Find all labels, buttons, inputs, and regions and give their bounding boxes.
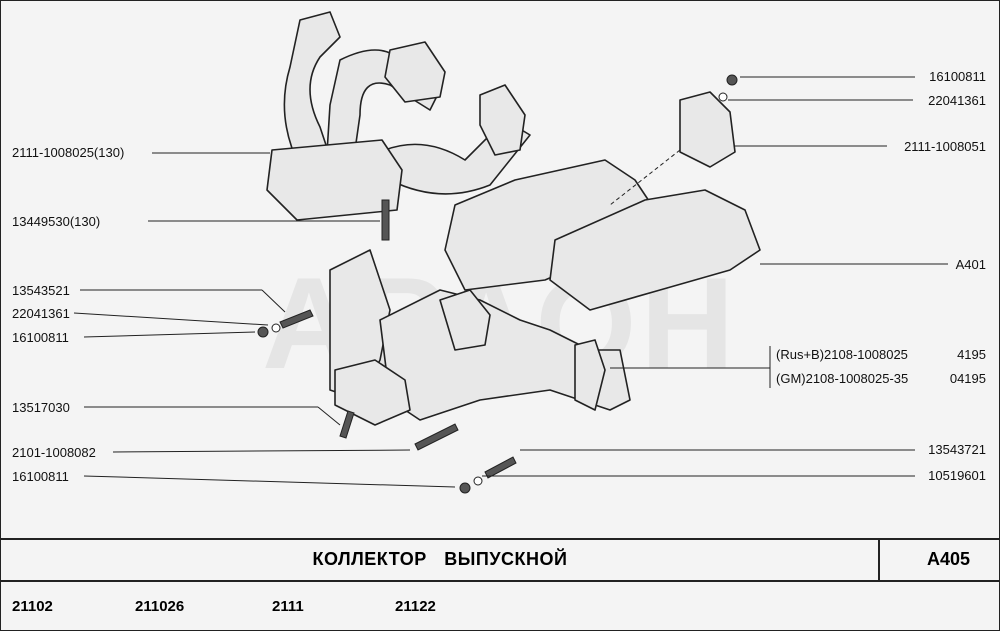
model-2111: 2111 — [272, 598, 304, 615]
cast-manifold-port — [439, 289, 491, 351]
label-16100811-bottom: 16100811 — [12, 469, 69, 484]
washer-left — [271, 323, 281, 333]
label-2111-1008025: 2111-1008025(130) — [12, 145, 125, 160]
model-21122: 21122 — [395, 598, 436, 615]
washer-top — [718, 92, 728, 102]
label-2111-1008051: 2111-1008051 — [904, 139, 986, 154]
page-code: A405 — [926, 549, 970, 569]
label-A401: A401 — [955, 257, 986, 272]
manifold-upper-right — [549, 189, 761, 311]
model-21102: 21102 — [12, 598, 53, 615]
label-qty-4195: 4195 — [957, 347, 986, 362]
stud-13449530 — [381, 199, 390, 241]
label-10519601: 10519601 — [928, 468, 986, 483]
label-16100811-left: 16100811 — [12, 330, 69, 345]
bolt-13543521 — [279, 309, 314, 329]
downpipe-flange — [266, 139, 403, 221]
label-13449530: 13449530(130) — [12, 214, 101, 229]
stud-13517030 — [339, 410, 355, 439]
downpipe-flange-3 — [479, 84, 526, 156]
nut-left — [257, 326, 269, 338]
downpipe-flange-2 — [384, 41, 446, 103]
cast-manifold-outlet — [574, 339, 606, 411]
code-cell: A405 — [878, 540, 1000, 580]
label-rus-b-2108-1008025: (Rus+B)2108-1008025 — [776, 347, 908, 362]
washer-bottom — [473, 476, 483, 486]
label-13517030: 13517030 — [12, 400, 70, 415]
bolt-13543721 — [484, 456, 517, 479]
stud-2101-1008082 — [414, 423, 459, 451]
cast-manifold-flange — [334, 359, 411, 426]
page-title: КОЛЛЕКТОР ВЫПУСКНОЙ — [312, 549, 568, 569]
label-16100811-right: 16100811 — [929, 69, 986, 84]
label-gm-2108-1008025-35: (GM)2108-1008025-35 — [776, 371, 909, 386]
parts-diagram: АРАОН — [12, 11, 986, 494]
label-2101-1008082: 2101-1008082 — [12, 445, 96, 460]
nut-bottom — [459, 482, 471, 494]
nut-top — [726, 74, 738, 86]
label-22041361-left: 22041361 — [12, 306, 70, 321]
label-13543521: 13543521 — [12, 283, 70, 298]
exhaust-manifold-drawing — [73, 11, 948, 494]
cast-manifold-body — [379, 289, 631, 421]
model-211026: 211026 — [135, 598, 185, 615]
label-13543721: 13543721 — [928, 442, 986, 457]
label-qty-04195: 04195 — [949, 371, 986, 386]
title-bar: КОЛЛЕКТОР ВЫПУСКНОЙ A405 — [0, 538, 1000, 582]
heat-shield-bracket — [679, 91, 736, 168]
label-22041361-right: 22041361 — [928, 93, 986, 108]
